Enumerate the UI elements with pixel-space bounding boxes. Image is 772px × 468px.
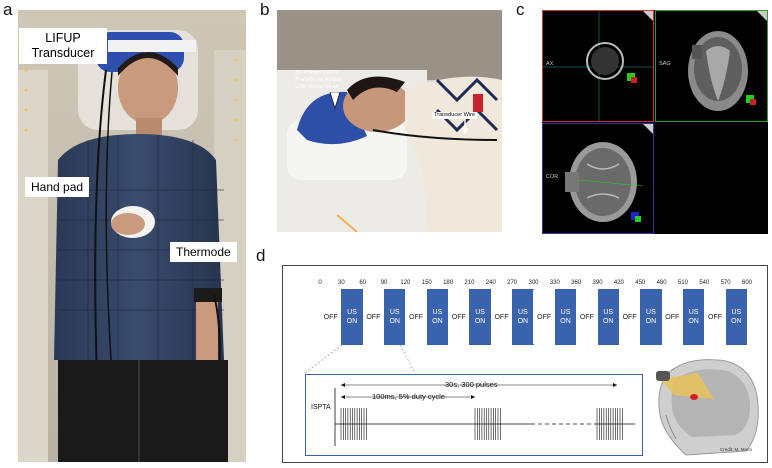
photo-subject-with-transducer — [18, 10, 246, 462]
label-3d-printed-holder: 3D-Printed LIFUP Transducer Holder With … — [295, 70, 342, 90]
timeline-segment-off: OFF — [405, 289, 427, 345]
timeline-tick: 60 — [359, 280, 367, 286]
timeline-segment-us-on: US ON — [725, 289, 747, 345]
pulse-waveform — [334, 383, 635, 446]
timeline-segment-us-on: US ON — [682, 289, 705, 345]
timeline-segment-us-on: US ON — [512, 289, 534, 345]
timeline-segment-off: OFF — [533, 289, 555, 345]
timeline-tick: 150 — [421, 280, 432, 286]
timeline-tick: 330 — [549, 280, 560, 286]
mri-top-left-image — [543, 11, 653, 121]
mri-bottom-left-image — [565, 124, 653, 222]
timeline-tick: 390 — [592, 280, 603, 286]
ispta-label: ISPTA — [311, 404, 331, 411]
view-label-top-right: SAG — [659, 61, 671, 67]
duty-cycle-label: 100ms, 5% duty cycle — [372, 392, 445, 401]
panel-letter-c: c — [516, 0, 525, 19]
timeline-tick: 30 — [338, 280, 345, 286]
timeline-segment-us-on: US ON — [640, 289, 662, 345]
timeline-segment-off: OFF — [490, 289, 513, 345]
timeline-tick: 540 — [699, 280, 710, 286]
timeline-tick: 0 — [318, 280, 322, 286]
timeline-tick: 300 — [528, 280, 539, 286]
timeline-tick: 450 — [635, 280, 646, 286]
timeline-tick: 90 — [380, 280, 388, 286]
timeline-tick: 180 — [443, 280, 454, 286]
label-transducer-wire: Transducer Wire — [432, 112, 478, 119]
panel-d-frame — [282, 265, 768, 463]
mri-view-bottom-left[interactable]: COR — [542, 123, 654, 234]
label-lifup-transducer: LIFUP Transducer — [19, 28, 107, 64]
timeline-segment-off: OFF — [362, 289, 385, 345]
view-label-bottom-left: COR — [546, 174, 559, 180]
zoom-indicator-lines — [304, 345, 416, 374]
timeline-segment-off: OFF — [448, 289, 470, 345]
timeline-tick: 210 — [464, 280, 475, 286]
timeline-segment-off: OFF — [618, 289, 641, 345]
timeline-segment-off: OFF — [576, 289, 598, 345]
timeline-segment-off: OFF — [704, 289, 726, 345]
panel-letter-a: a — [3, 0, 13, 19]
timeline-segment-us-on: US ON — [469, 289, 491, 345]
subject-photo-illustration — [18, 10, 246, 462]
timeline-tick: 240 — [485, 280, 496, 286]
pulse-train-label: 30s, 300 pulses — [445, 380, 498, 389]
arrow-to-holder — [329, 92, 341, 110]
panel-letter-d: d — [256, 246, 266, 265]
label-thermode: Thermode — [170, 242, 237, 262]
timeline-tick: 120 — [400, 280, 411, 286]
mri-view-top-left[interactable]: AX — [542, 10, 654, 122]
mri-top-right-image — [688, 11, 767, 111]
credit-label: Credit: M. Monti — [720, 447, 752, 452]
timeline-tick: 270 — [507, 280, 518, 286]
mri-view-top-right[interactable]: SAG — [655, 10, 768, 122]
timeline-segment-off: OFF — [320, 289, 342, 345]
timeline-tick: 570 — [720, 280, 731, 286]
timeline-segment-us-on: US ON — [597, 289, 619, 345]
head-render: Credit: M. Monti — [646, 355, 764, 457]
timeline-segment-off: OFF — [661, 289, 683, 345]
pulse-detail-box — [305, 374, 643, 456]
timeline-tick: 420 — [613, 280, 624, 286]
timeline-segment-us-on: US ON — [384, 289, 406, 345]
arrow-to-wire — [461, 118, 469, 134]
timeline-tick: 600 — [741, 280, 753, 286]
timeline-segment-us-on: US ON — [341, 289, 363, 345]
panel-letter-b: b — [260, 0, 270, 19]
timeline-tick: 360 — [571, 280, 582, 286]
timeline-tick: 510 — [677, 280, 688, 286]
label-hand-pad: Hand pad — [25, 177, 90, 197]
mri-viewer: AX SAG COR — [542, 10, 768, 234]
head-render-image — [656, 359, 759, 456]
view-label-top-left: AX — [546, 61, 554, 67]
timeline-tick: 480 — [656, 280, 667, 286]
timeline-segment-us-on: US ON — [554, 289, 577, 345]
timeline-segment-us-on: US ON — [426, 289, 449, 345]
